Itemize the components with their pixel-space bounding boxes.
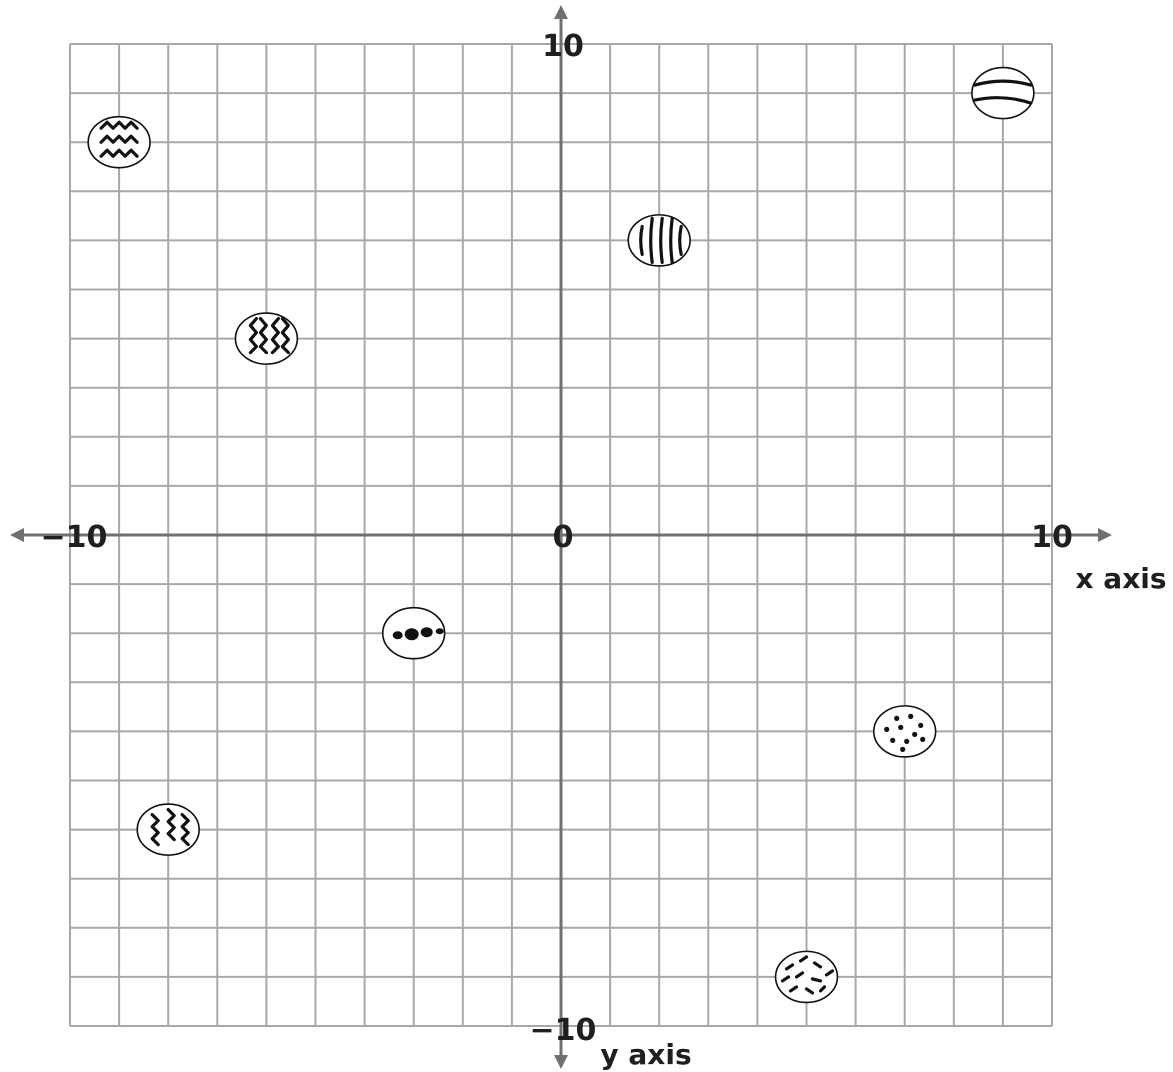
egg-outline (972, 68, 1034, 119)
egg-point (88, 117, 150, 168)
egg-point (776, 951, 838, 1002)
x-axis-label: x axis (1075, 562, 1166, 595)
egg-point (972, 68, 1034, 119)
tick-label-y-min: −10 (530, 1013, 597, 1048)
tick-label-y-max: 10 (542, 29, 584, 64)
labels: 10 −10 −10 10 0 x axis y axis (41, 29, 1167, 1071)
egg-point (628, 215, 690, 266)
egg-outline (776, 951, 838, 1002)
egg-point (235, 313, 297, 364)
y-axis-label: y axis (600, 1038, 691, 1071)
x-axis-arrow-left (10, 528, 24, 542)
y-axis-arrow-up (554, 5, 568, 19)
tick-label-x-max: 10 (1031, 520, 1073, 555)
egg-point (137, 804, 199, 855)
tick-label-x-min: −10 (41, 520, 108, 555)
egg-point (383, 608, 445, 659)
egg-point (874, 706, 936, 757)
tick-label-origin: 0 (553, 520, 574, 555)
x-axis-arrow-right (1098, 528, 1112, 542)
y-axis-arrow-down (554, 1055, 568, 1069)
